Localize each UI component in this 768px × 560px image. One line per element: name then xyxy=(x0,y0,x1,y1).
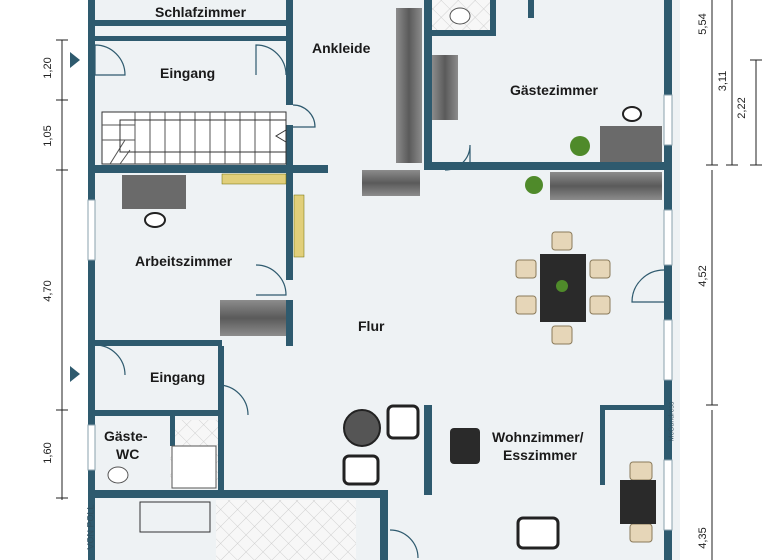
watermark-vonpoll: VON POLL xyxy=(85,504,96,550)
entrance-arrows xyxy=(70,52,80,382)
dimension-right-2: 2,22 xyxy=(736,97,748,119)
room-label-wohnzimmer-line1: Wohnzimmer/ xyxy=(492,429,584,445)
dimension-left-2: 4,70 xyxy=(42,280,54,302)
bath-tiles xyxy=(216,500,356,560)
dimension-left-1: 1,05 xyxy=(42,125,54,147)
staircase xyxy=(101,111,287,165)
room-label-flur: Flur xyxy=(358,318,385,334)
furniture xyxy=(107,7,662,550)
dimension-lines xyxy=(56,0,762,560)
room-label-wohnzimmer-line2: Esszimmer xyxy=(503,447,577,463)
dimension-right-1: 3,11 xyxy=(717,70,729,92)
dimension-right-3: 4,52 xyxy=(697,265,709,287)
room-label-eingang-top: Eingang xyxy=(160,65,216,81)
dimension-left-0: 1,20 xyxy=(42,57,54,79)
walls xyxy=(88,0,672,560)
room-label-eingang-bottom: Eingang xyxy=(150,369,206,385)
dimension-right-4: 4,35 xyxy=(697,527,709,549)
watermark-mcgundress: McGundress xyxy=(668,401,676,442)
room-label-ankleide: Ankleide xyxy=(312,40,371,56)
room-label-gaeste-wc-line2: WC xyxy=(116,446,140,462)
room-label-schlafzimmer: Schlafzimmer xyxy=(155,4,247,20)
room-label-arbeitszimmer: Arbeitszimmer xyxy=(135,253,233,269)
dimension-right-0: 5,54 xyxy=(697,13,709,35)
dimension-left-3: 1,60 xyxy=(42,442,54,464)
doors xyxy=(94,44,665,559)
room-label-gaestezimmer: Gästezimmer xyxy=(510,82,598,98)
room-label-gaeste-wc-line1: Gäste- xyxy=(104,428,148,444)
